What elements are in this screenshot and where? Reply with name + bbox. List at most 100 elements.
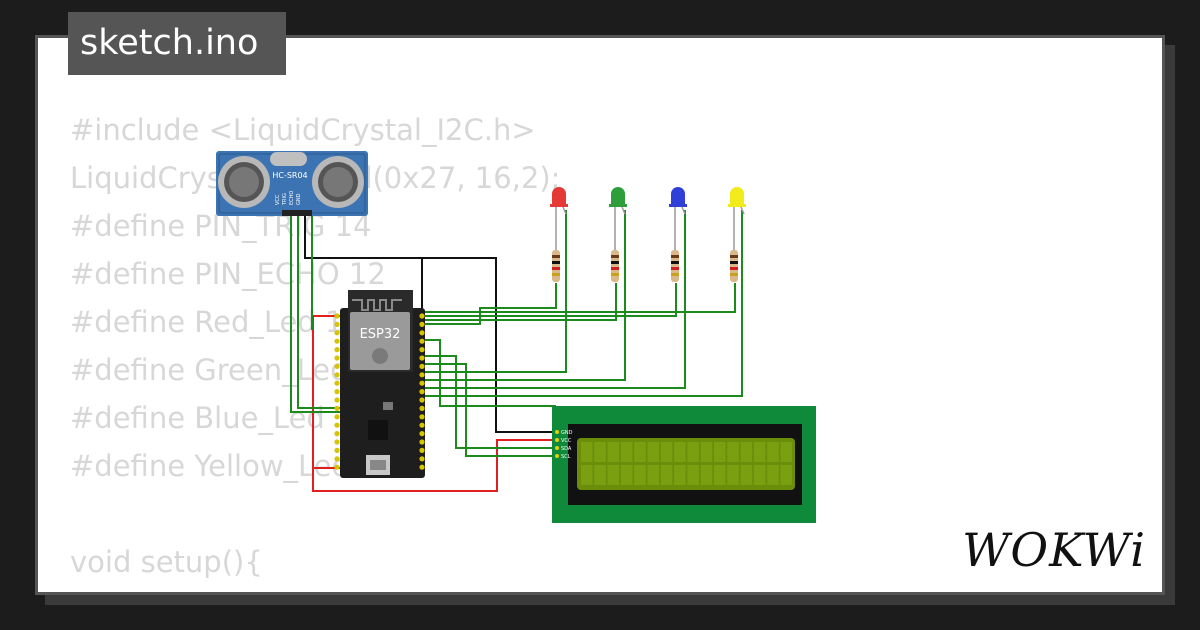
- lcd-cell: [767, 465, 779, 485]
- esp32-pin[interactable]: [419, 347, 425, 353]
- esp32-pin[interactable]: [334, 380, 340, 386]
- lcd-cells: [581, 442, 792, 485]
- wire-led-red-b: [420, 210, 567, 373]
- esp32-pin[interactable]: [419, 321, 425, 327]
- resistor[interactable]: [730, 250, 738, 282]
- resistor[interactable]: [552, 250, 560, 282]
- esp32-pin[interactable]: [419, 439, 425, 445]
- lcd-cell: [674, 442, 686, 462]
- esp32-pin[interactable]: [419, 456, 425, 462]
- code-line: Serial.begin(115200);: [70, 586, 560, 592]
- wire-sda: [420, 355, 556, 449]
- wire-led-blue-b: [420, 210, 686, 389]
- esp32-pin[interactable]: [419, 422, 425, 428]
- wire-led-blue: [420, 283, 677, 317]
- wire-led-red: [420, 283, 557, 325]
- code-line: #define Yellow_Led: [70, 449, 350, 483]
- lcd-cell: [607, 442, 620, 462]
- led-red[interactable]: [550, 187, 568, 250]
- wire-led-green: [420, 283, 617, 321]
- lcd-cell: [634, 465, 646, 485]
- esp32-pin[interactable]: [419, 380, 425, 386]
- esp32-pin[interactable]: [419, 464, 425, 470]
- lcd-cell: [647, 465, 659, 485]
- esp32-pin[interactable]: [334, 389, 340, 395]
- lcd-cell: [727, 465, 739, 485]
- lcd-cell: [700, 465, 713, 485]
- esp32-pin[interactable]: [334, 363, 340, 369]
- resistor[interactable]: [671, 250, 679, 282]
- esp32-pin[interactable]: [334, 347, 340, 353]
- lcd-cell: [674, 465, 686, 485]
- esp32-pin[interactable]: [419, 355, 425, 361]
- esp32-pin[interactable]: [334, 338, 340, 344]
- esp32-pin[interactable]: [334, 414, 340, 420]
- lcd-cell: [660, 442, 673, 462]
- esp32-pin[interactable]: [419, 330, 425, 336]
- file-tab[interactable]: sketch.ino: [68, 12, 286, 75]
- sensor-pin-label: GND: [296, 193, 302, 205]
- lcd-cell: [594, 465, 606, 485]
- sensor-label: HC-SR04: [272, 171, 307, 180]
- esp32-pin[interactable]: [334, 439, 340, 445]
- esp32-pin[interactable]: [334, 456, 340, 462]
- sensor-pin-label: ECHO: [289, 191, 295, 205]
- lcd-cell: [581, 465, 593, 485]
- esp32-label: ESP32: [360, 327, 401, 342]
- esp32-pin[interactable]: [334, 464, 340, 470]
- esp32-pin[interactable]: [419, 397, 425, 403]
- esp32-pin[interactable]: [334, 355, 340, 361]
- lcd-cell: [753, 442, 766, 462]
- esp32-pin[interactable]: [334, 431, 340, 437]
- esp32-pin[interactable]: [419, 372, 425, 378]
- led-green[interactable]: [609, 187, 627, 250]
- esp32-pins: [334, 313, 425, 470]
- lcd-cell: [634, 442, 646, 462]
- resistor[interactable]: [611, 250, 619, 282]
- esp32-pin[interactable]: [334, 405, 340, 411]
- esp32-pin[interactable]: [419, 447, 425, 453]
- esp32-pin[interactable]: [419, 389, 425, 395]
- lcd-cell: [620, 465, 633, 485]
- esp32-pin[interactable]: [419, 405, 425, 411]
- esp32-pin[interactable]: [419, 414, 425, 420]
- esp32-pin[interactable]: [419, 313, 425, 319]
- esp32-pin[interactable]: [334, 313, 340, 319]
- esp32-pin[interactable]: [334, 372, 340, 378]
- code-line: void setup(){: [70, 545, 263, 579]
- esp32-pin[interactable]: [419, 338, 425, 344]
- lcd-pin[interactable]: [555, 446, 559, 450]
- lcd-cell: [581, 442, 593, 462]
- wire-misc: [420, 339, 556, 407]
- led-yellow[interactable]: [728, 187, 746, 250]
- lcd-cell: [740, 465, 753, 485]
- code-line: #include <LiquidCrystal_I2C.h>: [70, 113, 536, 147]
- wire-red-1: [312, 315, 556, 492]
- lcd-pin-label: VCC: [561, 438, 572, 444]
- lcd-cell: [594, 442, 606, 462]
- wokwi-logo: WOKWi: [962, 523, 1146, 577]
- lcd-cell: [687, 442, 699, 462]
- lcd-pin[interactable]: [555, 430, 559, 434]
- lcd-pin-label: SCL: [561, 454, 571, 460]
- esp32-pin[interactable]: [334, 330, 340, 336]
- esp32-pin[interactable]: [334, 321, 340, 327]
- esp32-pin[interactable]: [334, 397, 340, 403]
- esp32-board[interactable]: ESP32: [334, 290, 425, 478]
- esp32-pin[interactable]: [419, 363, 425, 369]
- wire-led-green-b: [420, 210, 626, 381]
- lcd-pin[interactable]: [555, 438, 559, 442]
- sensor-pin-label: VCC: [275, 194, 281, 205]
- esp32-pin[interactable]: [419, 431, 425, 437]
- esp32-pin[interactable]: [334, 447, 340, 453]
- code-line: #define Green_Led: [70, 353, 349, 387]
- wire-scl: [420, 363, 556, 457]
- lcd-pin[interactable]: [555, 454, 559, 458]
- lcd-pin-label: SDA: [561, 446, 572, 452]
- esp32-pin[interactable]: [334, 422, 340, 428]
- led-blue[interactable]: [669, 187, 687, 250]
- lcd-cell: [660, 465, 673, 485]
- code-line: #define Red_Led 1: [70, 305, 344, 339]
